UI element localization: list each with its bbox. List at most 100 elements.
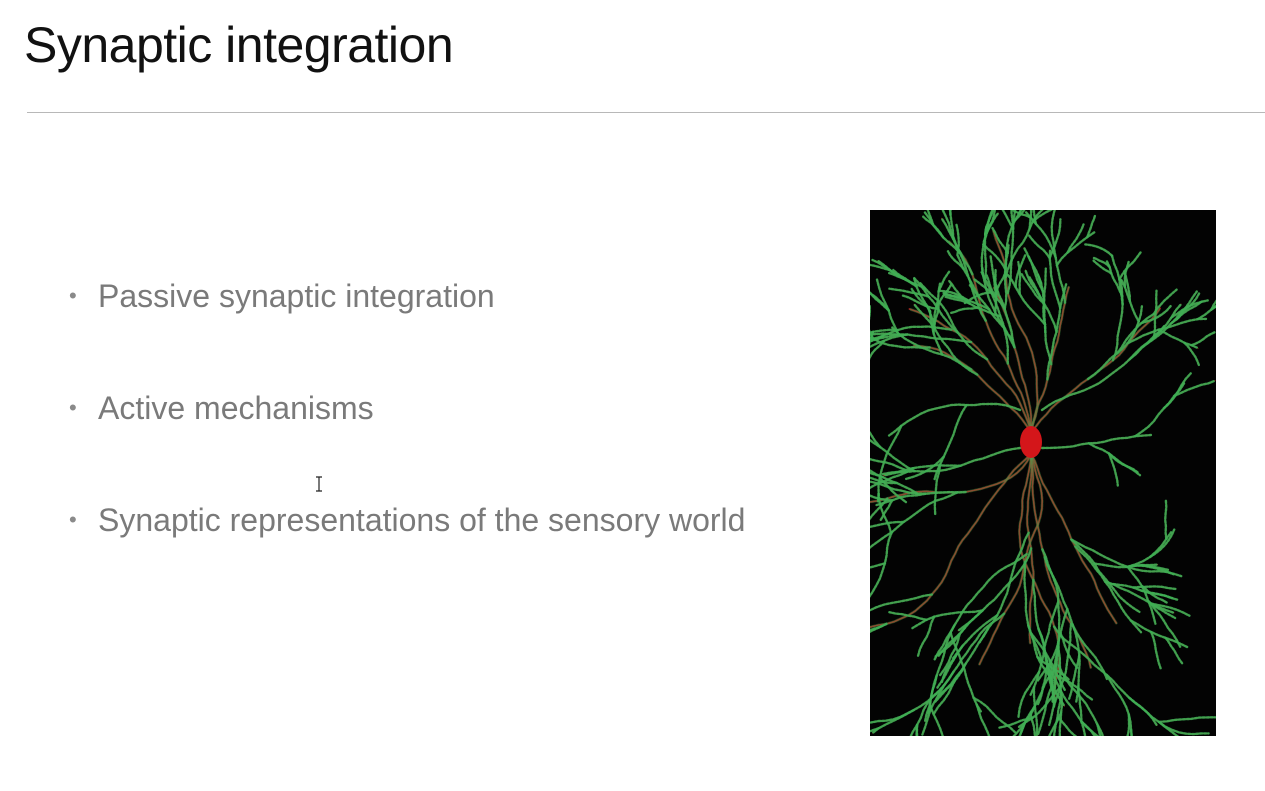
dendrite-branch xyxy=(1127,531,1172,568)
dendrite-spines xyxy=(1027,233,1051,260)
dendrite-spines xyxy=(946,250,966,271)
dendrite-spines xyxy=(939,632,961,677)
dendrite-spines xyxy=(877,492,892,534)
dendrite-spines xyxy=(915,723,919,736)
dendrite-spines xyxy=(1032,686,1039,736)
dendrite-spines xyxy=(1146,599,1177,620)
dendrite-spines xyxy=(981,265,1016,349)
dendrite-branch xyxy=(908,308,1032,433)
dendrite-branch xyxy=(870,623,887,631)
dendrite-spines xyxy=(1005,272,1047,326)
dendrite-spines xyxy=(935,281,954,308)
dendrite-spines xyxy=(1104,580,1176,615)
dendrite-spines xyxy=(991,229,1039,434)
dendrite-spines xyxy=(1023,560,1044,664)
dendrite-spines xyxy=(993,275,998,300)
dendrite-spines xyxy=(875,278,900,335)
dendrite-spines xyxy=(1070,538,1141,614)
dendrite-spines xyxy=(1210,299,1216,311)
dendrite-spines xyxy=(870,497,889,521)
dendrite-spines xyxy=(913,277,936,330)
dendrite-spines xyxy=(1048,218,1062,260)
dendrite-spines xyxy=(1157,716,1216,724)
dendrite-spines xyxy=(870,263,892,272)
dendrite-spines xyxy=(870,469,884,479)
dendrite-spines xyxy=(1040,433,1153,450)
dendrite-spines xyxy=(1086,214,1097,239)
dendrite-spines xyxy=(922,215,945,239)
dendrite-spines xyxy=(911,609,984,630)
dendrite-spines xyxy=(870,622,888,632)
dendrite-spines xyxy=(921,612,1006,736)
dendrite-spines xyxy=(1140,304,1173,325)
dendrite-spines xyxy=(871,683,946,735)
bullet-dot: • xyxy=(69,507,77,532)
dendrite-spines xyxy=(909,670,955,736)
dendrite-spines xyxy=(1036,669,1048,706)
dendrite-spines xyxy=(1017,670,1041,718)
dendrite-spines xyxy=(928,704,944,736)
dendrite-spines xyxy=(912,344,1033,434)
bullet-item-passive: • Passive synaptic integration xyxy=(66,273,766,319)
dendrite-spines xyxy=(1080,720,1097,736)
dendrite-spines xyxy=(1048,248,1062,310)
dendrite-spines xyxy=(870,476,898,485)
dendrite-spines xyxy=(912,303,979,376)
dendrite-spines xyxy=(936,650,960,689)
dendrite-spines xyxy=(1127,696,1180,736)
dendrite-spines xyxy=(1157,720,1210,736)
dendrite-spines xyxy=(1190,331,1216,347)
bullet-text: Synaptic representations of the sensory … xyxy=(98,502,746,538)
dendrite-spines xyxy=(947,279,971,305)
dendrite-spines xyxy=(1077,684,1083,724)
dendrite-spines xyxy=(1036,684,1054,736)
dendrite-spines xyxy=(975,703,991,736)
dendrite-spines xyxy=(1031,210,1054,223)
neuron-image xyxy=(870,210,1216,736)
neuron-illustration xyxy=(870,210,1216,736)
text-cursor-icon xyxy=(316,476,322,492)
dendrite-spines xyxy=(1170,299,1209,319)
dendrite-spines xyxy=(1014,254,1027,289)
dendrite-spines xyxy=(927,624,956,715)
dendrite-spines xyxy=(1107,452,1119,487)
bullet-dot: • xyxy=(69,395,77,420)
dendrite-spines xyxy=(870,333,901,342)
dendrite-branch xyxy=(870,623,887,633)
dendrite-spines xyxy=(940,217,987,322)
dendrite-branch xyxy=(927,624,955,714)
dendrite-spines xyxy=(881,463,962,476)
dendrite-spines xyxy=(1029,600,1060,696)
dendrite-spines xyxy=(1092,259,1113,275)
dendrite-spines xyxy=(1084,243,1114,257)
dendrite-spines xyxy=(984,210,996,236)
dendrite-spines xyxy=(923,674,938,723)
dendrite-spines xyxy=(908,307,1033,434)
dendrite-spines xyxy=(949,306,979,315)
bullet-item-active: • Active mechanisms xyxy=(66,385,766,431)
dendrite-spines xyxy=(870,466,915,490)
dendrite-spines xyxy=(949,210,952,216)
dendrite-spines xyxy=(870,593,933,612)
dendrite-spines xyxy=(1123,260,1130,289)
dendrite-spines xyxy=(1139,589,1179,601)
dendrite-spines xyxy=(1056,716,1078,736)
dendrite-spines xyxy=(901,294,940,311)
dendrite-spines xyxy=(982,243,1007,271)
dendrite-spines xyxy=(1074,545,1143,634)
dendrite-spines xyxy=(1068,653,1081,700)
dendrite-spines xyxy=(892,268,918,288)
dendrite-spines xyxy=(1009,210,1033,219)
dendrite-spines xyxy=(1029,452,1118,625)
dendrite-spines xyxy=(948,210,955,241)
dendrite-spines xyxy=(870,727,880,733)
dendrite-spines xyxy=(1027,624,1052,680)
dendrite-spines xyxy=(1057,664,1105,736)
dendrite-spines xyxy=(1066,223,1085,254)
dendrite-spines xyxy=(1183,341,1201,367)
dendrite-spines xyxy=(870,520,905,529)
dendrite-spines xyxy=(1024,268,1042,299)
dendrite-spines xyxy=(1070,538,1183,578)
dendrite-spines xyxy=(1164,636,1184,665)
dendrite-spines xyxy=(1129,619,1189,649)
